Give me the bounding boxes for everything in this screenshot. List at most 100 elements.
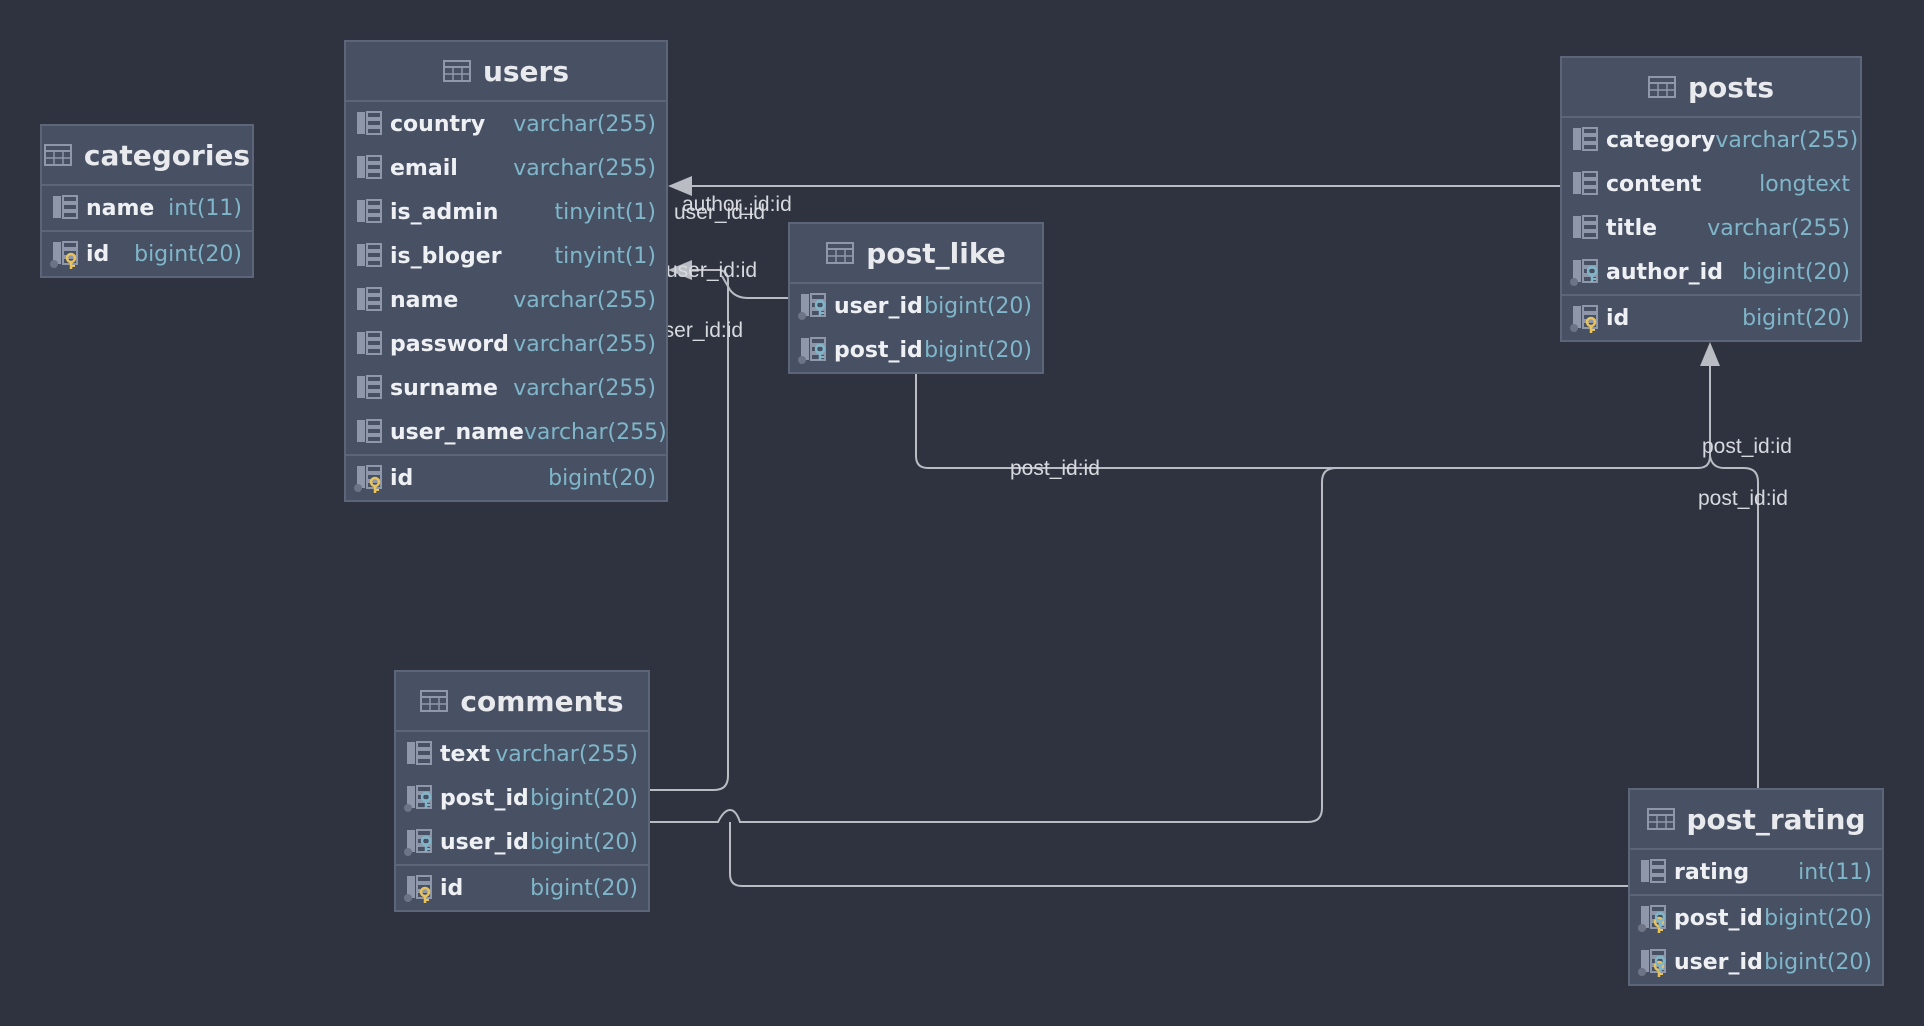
- foreign-key-icon: [404, 827, 436, 857]
- relation-post-like-post-line[interactable]: [915, 366, 1711, 469]
- relation-label-post-rating-post: post_id:id: [1698, 487, 1788, 510]
- column-icon: [50, 193, 82, 223]
- foreign-key-icon: [404, 783, 436, 813]
- column-icon: [354, 373, 386, 403]
- column-row-email[interactable]: email varchar(255): [346, 146, 666, 190]
- column-name: post_id: [440, 785, 529, 811]
- relation-label-comments-post: post_id:id: [1702, 435, 1792, 458]
- table-icon: [43, 144, 72, 166]
- column-type: bigint(20): [134, 241, 242, 267]
- foreign-key-icon: [1570, 257, 1602, 287]
- column-name: id: [440, 875, 464, 901]
- key-separator: [1562, 294, 1860, 296]
- table-header[interactable]: categories: [42, 126, 252, 186]
- column-type: bigint(20): [530, 785, 638, 811]
- column-name: content: [1606, 171, 1702, 197]
- column-name: title: [1606, 215, 1658, 241]
- table-title: users: [482, 54, 570, 88]
- column-name: post_id: [1674, 905, 1763, 931]
- column-icon: [404, 739, 436, 769]
- relation-comments-post-line[interactable]: [648, 467, 1337, 823]
- relation-comments-user-line[interactable]: [648, 269, 729, 791]
- column-row-author-id[interactable]: author_id bigint(20): [1562, 250, 1860, 294]
- column-icon: [1570, 125, 1602, 155]
- column-icon: [354, 153, 386, 183]
- table-title: comments: [460, 684, 624, 718]
- table-header[interactable]: post_rating: [1630, 790, 1882, 850]
- column-type: int(11): [1798, 859, 1872, 885]
- column-name: is_admin: [390, 199, 499, 225]
- column-name: surname: [390, 375, 498, 401]
- table-icon: [420, 690, 449, 712]
- table-title: post_rating: [1686, 802, 1866, 836]
- relation-label-comments-user: user_id:id: [666, 259, 758, 282]
- table-header[interactable]: post_like: [790, 224, 1042, 284]
- foreign-key-icon: [798, 335, 830, 365]
- column-type: varchar(255): [513, 155, 656, 181]
- table-header[interactable]: comments: [396, 672, 648, 732]
- column-icon: [1570, 169, 1602, 199]
- column-icon: [354, 197, 386, 227]
- column-type: bigint(20): [924, 293, 1032, 319]
- column-name: post_id: [834, 337, 923, 363]
- relation-post-rating-post-line[interactable]: [1709, 455, 1759, 788]
- column-name: is_bloger: [390, 243, 502, 269]
- column-name: user_id: [834, 293, 923, 319]
- key-separator: [396, 864, 648, 866]
- column-type: bigint(20): [1742, 259, 1850, 285]
- column-icon: [1570, 213, 1602, 243]
- column-icon: [354, 285, 386, 315]
- table-title: post_like: [866, 236, 1006, 270]
- column-name: user_name: [390, 419, 524, 445]
- primary-key-icon: [50, 239, 82, 269]
- relation-post-rating-user-line[interactable]: [729, 822, 1630, 887]
- column-type: varchar(255): [513, 287, 656, 313]
- table-header[interactable]: users: [346, 42, 666, 102]
- column-name: email: [390, 155, 458, 181]
- relation-post-id-arrow: [1700, 342, 1720, 366]
- column-icon: [354, 417, 386, 447]
- column-name: password: [390, 331, 509, 357]
- table-header[interactable]: posts: [1562, 58, 1860, 118]
- primary-key-icon: [354, 463, 386, 493]
- table-title: categories: [83, 138, 251, 172]
- column-name: author_id: [1606, 259, 1723, 285]
- column-type: bigint(20): [548, 465, 656, 491]
- column-type: bigint(20): [1742, 305, 1850, 331]
- relation-post-like-user-line[interactable]: [721, 275, 790, 299]
- table-title: posts: [1688, 70, 1774, 104]
- column-icon: [1638, 857, 1670, 887]
- column-name: user_id: [1674, 949, 1763, 975]
